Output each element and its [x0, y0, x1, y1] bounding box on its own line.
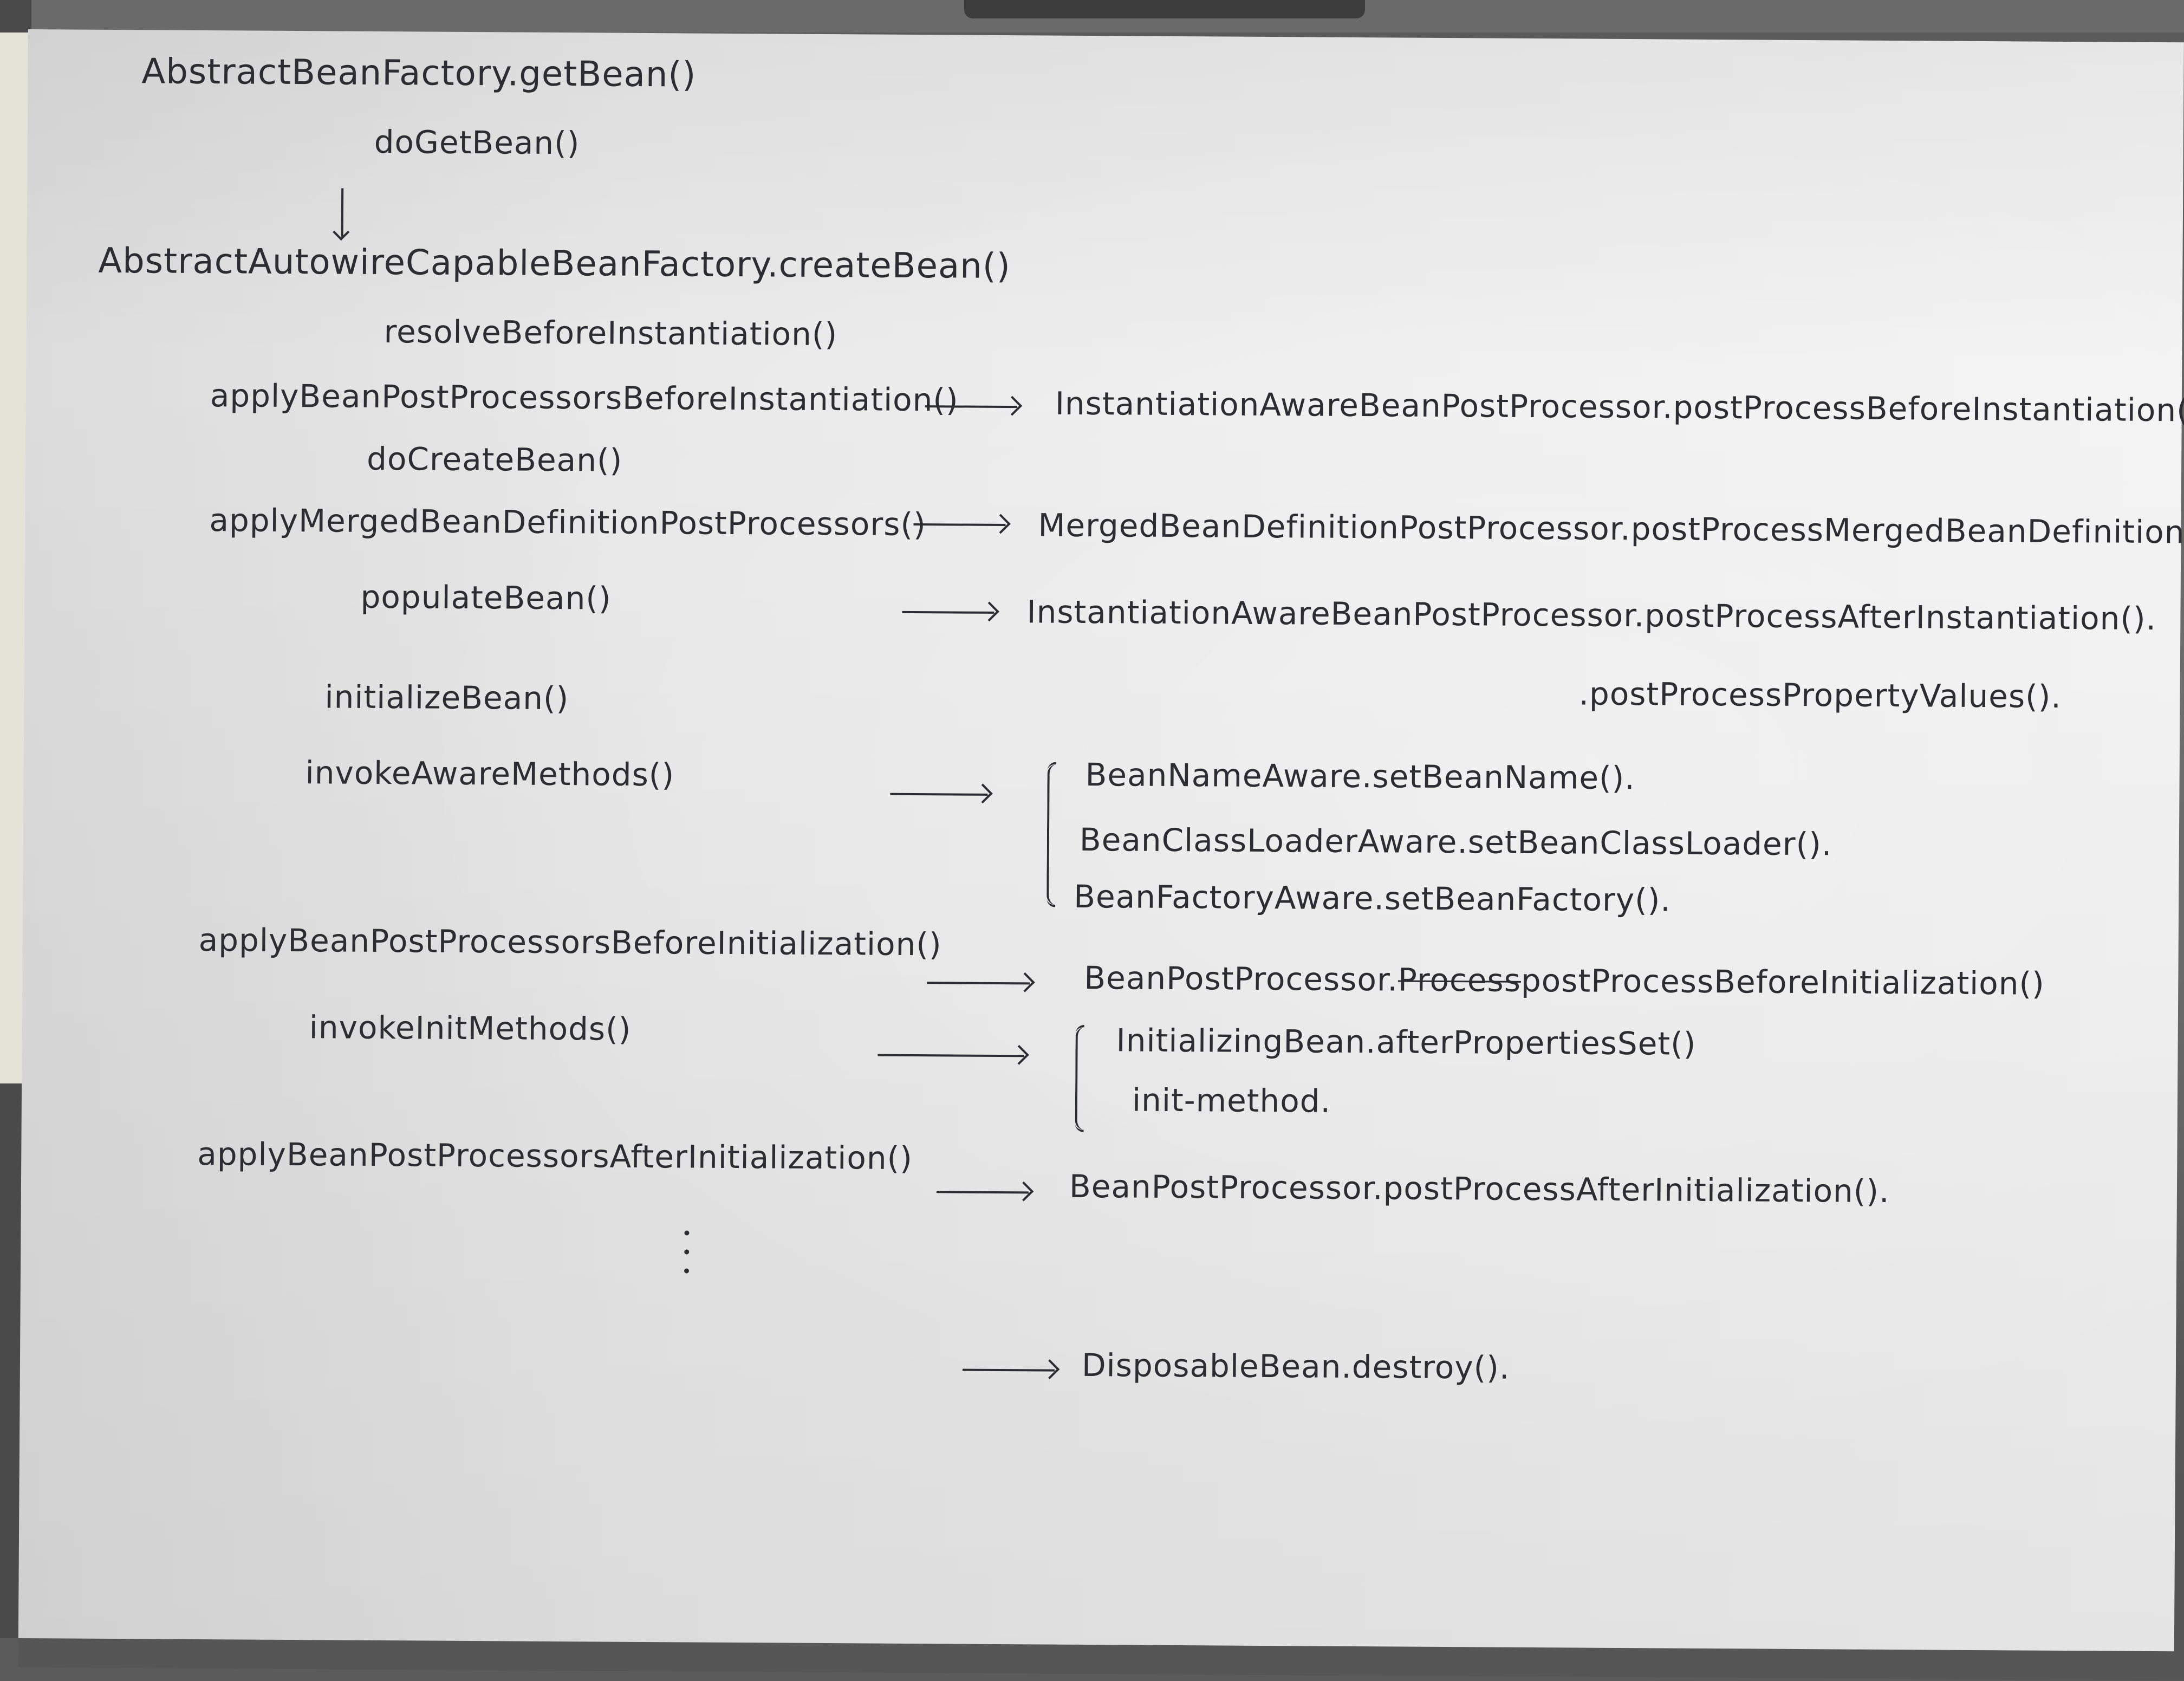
- bean-classloader-aware-callback: BeanClassLoaderAware.setBeanClassLoader(…: [1079, 821, 1832, 863]
- init-method-callback: init-method.: [1132, 1081, 1331, 1120]
- arrow-aware: [890, 793, 988, 796]
- init-brace: [1075, 1027, 1094, 1131]
- before-init-prefix: BeanPostProcessor.: [1084, 959, 1399, 998]
- arrow-before-init: [927, 982, 1030, 985]
- arrow-init: [877, 1054, 1024, 1057]
- struck-out-word: Process: [1398, 961, 1522, 999]
- resolve-before-instantiation-label: resolveBeforeInstantiation(): [384, 313, 838, 353]
- paper-sheet: AbstractBeanFactory.getBean() doGetBean(…: [18, 29, 2184, 1681]
- before-init-callback: BeanPostProcessor.ProcesspostProcessBefo…: [1084, 959, 2045, 1002]
- apply-before-init-label: applyBeanPostProcessorsBeforeInitializat…: [198, 921, 942, 963]
- before-init-suffix: postProcessBeforeInitialization(): [1520, 962, 2045, 1002]
- do-get-bean-label: doGetBean(): [374, 123, 580, 162]
- before-instantiation-callback: InstantiationAwareBeanPostProcessor.post…: [1055, 385, 2184, 429]
- bean-factory-aware-callback: BeanFactoryAware.setBeanFactory().: [1074, 878, 1672, 919]
- apply-merged-label: applyMergedBeanDefinitionPostProcessors(…: [209, 502, 926, 543]
- initialize-bean-label: initializeBean(): [324, 678, 569, 717]
- get-bean-label: AbstractBeanFactory.getBean(): [141, 51, 697, 95]
- arrow-destroy: [962, 1368, 1055, 1372]
- ellipsis-dot: [684, 1230, 690, 1236]
- bean-name-aware-callback: BeanNameAware.setBeanName().: [1085, 756, 1635, 797]
- ellipsis-dot: [684, 1268, 690, 1274]
- arrow-after-instantiation: [902, 611, 994, 614]
- create-bean-label: AbstractAutowireCapableBeanFactory.creat…: [98, 241, 1011, 287]
- destroy-callback: DisposableBean.destroy().: [1081, 1346, 1510, 1386]
- apply-before-instantiation-label: applyBeanPostProcessorsBeforeInstantiati…: [210, 377, 959, 419]
- photo-dark-object: [964, 0, 1365, 18]
- merged-definition-callback: MergedBeanDefinitionPostProcessor.postPr…: [1038, 507, 2184, 551]
- populate-bean-label: populateBean(): [360, 578, 612, 617]
- down-arrow: [341, 188, 344, 237]
- do-create-bean-label: doCreateBean(): [366, 440, 623, 479]
- invoke-aware-label: invokeAwareMethods(): [305, 754, 675, 794]
- ellipsis-dot: [684, 1249, 690, 1255]
- apply-after-init-label: applyBeanPostProcessorsAfterInitializati…: [197, 1135, 913, 1177]
- invoke-init-label: invokeInitMethods(): [309, 1009, 632, 1048]
- aware-brace: [1046, 764, 1066, 905]
- arrow-merged: [913, 523, 1006, 527]
- property-values-callback: .postProcessPropertyValues().: [1578, 675, 2062, 715]
- after-init-callback: BeanPostProcessor.postProcessAfterInitia…: [1069, 1167, 1890, 1210]
- arrow-after-init: [936, 1191, 1029, 1194]
- initializing-bean-callback: InitializingBean.afterPropertiesSet(): [1116, 1022, 1696, 1062]
- photo-top-edge: [0, 0, 2184, 33]
- after-instantiation-callback: InstantiationAwareBeanPostProcessor.post…: [1026, 593, 2157, 638]
